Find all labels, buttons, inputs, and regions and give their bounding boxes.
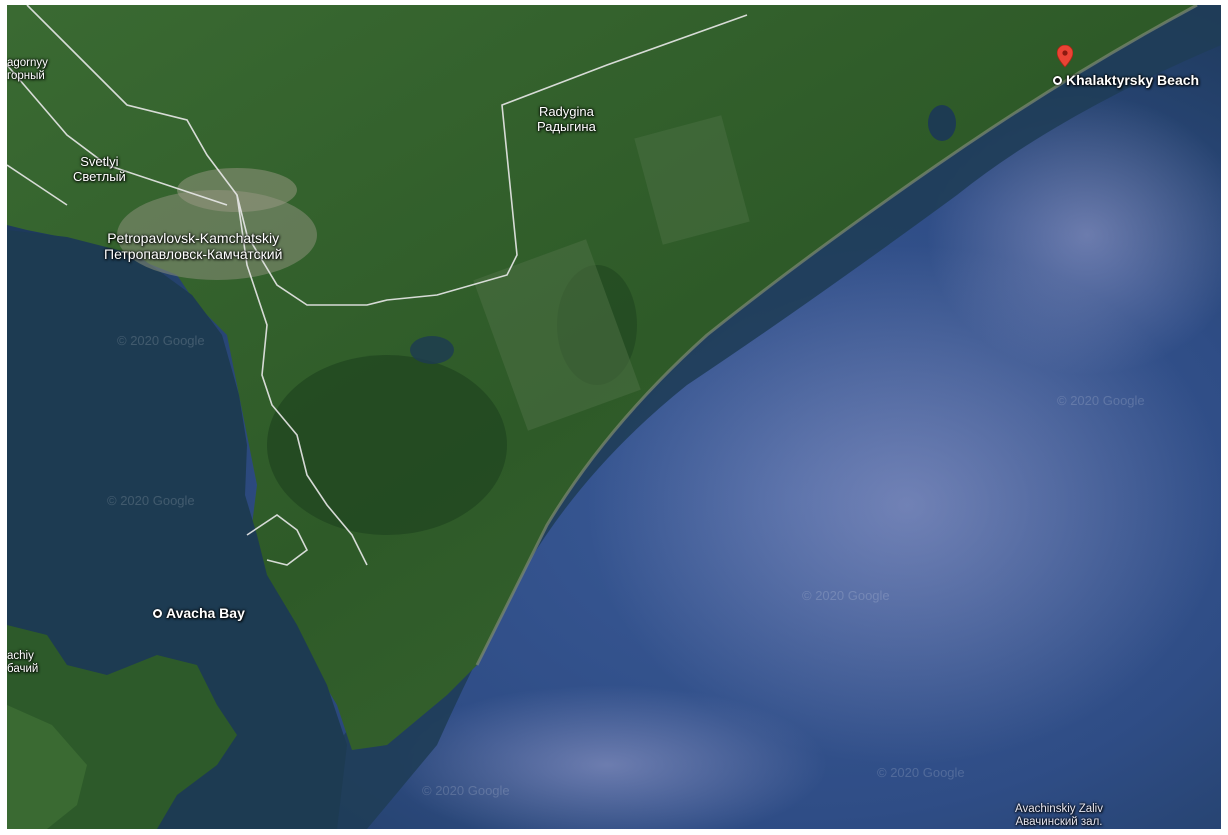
copyright-watermark: © 2020 Google: [422, 783, 510, 798]
coastal-water: [307, 5, 1221, 829]
poi-name: Khalaktyrsky Beach: [1066, 72, 1200, 88]
copyright-watermark: © 2020 Google: [877, 765, 965, 780]
lake: [410, 336, 454, 364]
map-canvas[interactable]: © 2020 Google © 2020 Google © 2020 Googl…: [7, 5, 1221, 829]
beach-strip: [475, 5, 1198, 666]
place-label-achiy[interactable]: achiy бачий: [7, 650, 38, 676]
place-name-cyrillic: бачий: [7, 663, 39, 676]
copyright-watermark: © 2020 Google: [802, 588, 890, 603]
place-label-svetlyi[interactable]: Svetlyi Светлый: [73, 154, 126, 185]
poi-name: Avacha Bay: [166, 605, 245, 621]
southwest-land: [7, 705, 87, 829]
place-label-petropavlovsk[interactable]: Petropavlovsk-Kamchatskiy Петропавловск-…: [104, 230, 282, 262]
place-name-latin: Petropavlovsk-Kamchatskiy: [107, 230, 280, 246]
place-name-cyrillic: горный: [7, 70, 45, 83]
cloud-haze: [927, 95, 1221, 375]
place-name-latin: Avachinskiy Zaliv: [1015, 803, 1103, 815]
satellite-map[interactable]: [7, 5, 1221, 829]
place-label-radygina[interactable]: Radygina Радыгина: [537, 104, 596, 135]
copyright-watermark: © 2020 Google: [1057, 393, 1145, 408]
city-area: [117, 190, 317, 280]
copyright-watermark: © 2020 Google: [107, 493, 195, 508]
place-name-latin: agornyy: [7, 57, 48, 69]
place-label-avacha-bay[interactable]: Avacha Bay: [153, 605, 245, 621]
fields: [473, 239, 641, 431]
place-label-khalaktyrsky-beach[interactable]: Khalaktyrsky Beach: [1053, 72, 1199, 88]
place-name-cyrillic: Петропавловск-Камчатский: [104, 246, 283, 263]
place-name-latin: Svetlyi: [80, 154, 119, 169]
roads: [7, 5, 748, 566]
place-name-cyrillic: Радыгина: [537, 118, 596, 134]
map-pin-icon[interactable]: [1057, 45, 1073, 71]
place-name-cyrillic: Светлый: [73, 168, 126, 184]
place-name-latin: Radygina: [538, 104, 594, 119]
poi-dot-icon: [1053, 75, 1062, 85]
fields: [634, 115, 750, 245]
place-label-avachinskiy-zaliv[interactable]: Avachinskiy Zaliv Авачинский зал.: [1015, 803, 1103, 829]
place-name-cyrillic: Авачинский зал.: [1015, 816, 1103, 829]
place-label-zagorny[interactable]: agornyy горный: [7, 57, 48, 83]
place-name-latin: achiy: [7, 650, 34, 662]
lake: [928, 105, 956, 141]
cloud-haze: [387, 685, 827, 829]
copyright-watermark: © 2020 Google: [117, 333, 205, 348]
mountain-ridge: [267, 355, 507, 535]
cloud-haze: [587, 245, 1221, 765]
city-area: [177, 168, 297, 212]
poi-dot-icon: [153, 608, 162, 618]
